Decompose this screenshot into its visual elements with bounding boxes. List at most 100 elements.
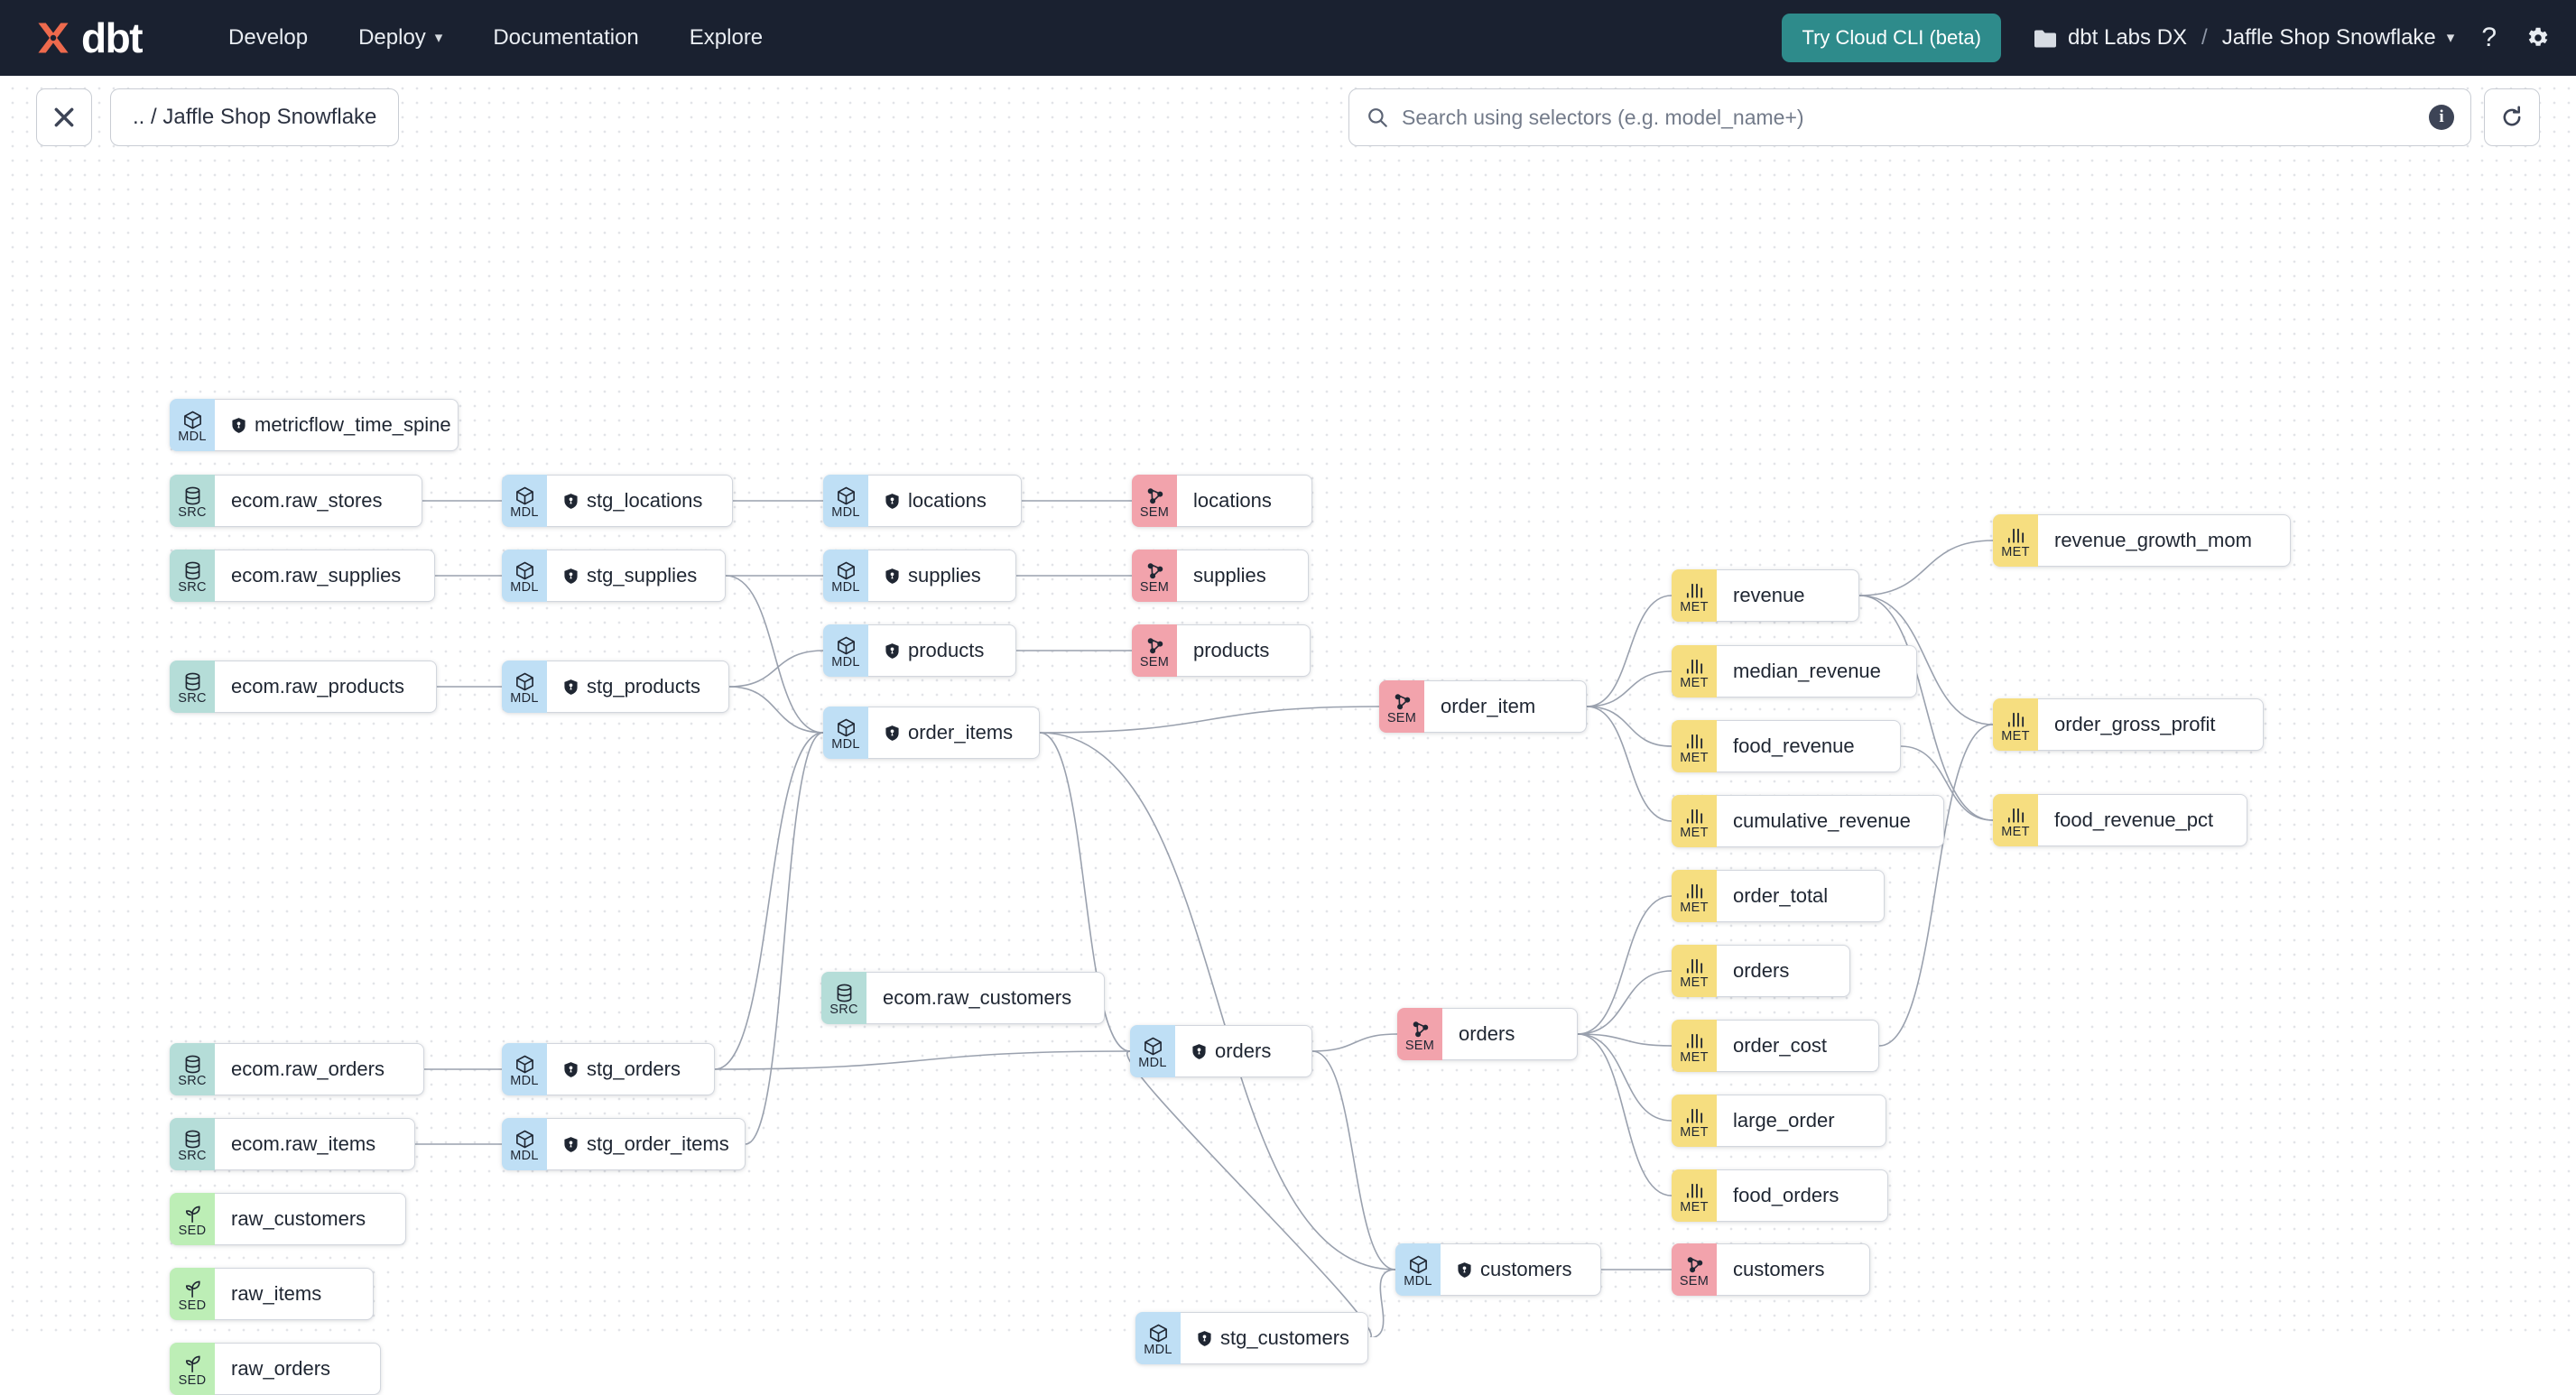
node-name-text: order_gross_profit bbox=[2054, 713, 2216, 735]
node-type-badge-met: MET bbox=[1672, 795, 1717, 847]
node-label-box: order_total bbox=[1717, 870, 1885, 922]
breadcrumb-project: Jaffle Shop Snowflake bbox=[2221, 25, 2436, 50]
node-type-label: MDL bbox=[510, 579, 539, 595]
node-name-text: median_revenue bbox=[1733, 660, 1881, 682]
search-bar[interactable]: i bbox=[1348, 88, 2471, 146]
node-type-label: SED bbox=[178, 1372, 207, 1388]
node-name-text: revenue bbox=[1733, 584, 1805, 606]
breadcrumb-chip[interactable]: .. / Jaffle Shop Snowflake bbox=[110, 88, 400, 146]
node-type-badge-sem: SEM bbox=[1132, 550, 1177, 602]
node-type-label: MET bbox=[1680, 675, 1709, 690]
node-label-box: revenue_growth_mom bbox=[2038, 514, 2291, 567]
graph-node-met_order_gross_profit[interactable]: MET order_gross_profit bbox=[1993, 698, 2264, 751]
dbt-logo[interactable]: dbt bbox=[32, 17, 144, 59]
node-name-text: stg_orders bbox=[587, 1058, 681, 1080]
nav-explore[interactable]: Explore bbox=[664, 16, 788, 60]
node-type-label: MDL bbox=[510, 504, 539, 520]
header-breadcrumb[interactable]: dbt Labs DX / Jaffle Shop Snowflake ▾ bbox=[2034, 25, 2454, 51]
gear-icon[interactable] bbox=[2524, 24, 2551, 51]
sed-type-icon bbox=[182, 1353, 203, 1374]
nav-deploy[interactable]: Deploy ▾ bbox=[333, 16, 468, 60]
node-type-badge-mdl: MDL bbox=[170, 399, 215, 451]
node-type-label: MET bbox=[1680, 825, 1709, 840]
node-type-label: MDL bbox=[831, 654, 860, 670]
node-label-box: ecom.raw_stores bbox=[215, 475, 422, 527]
project-chevron-down-icon[interactable]: ▾ bbox=[2446, 29, 2455, 46]
node-name-text: ecom.raw_stores bbox=[231, 489, 383, 512]
explore-canvas[interactable]: .. / Jaffle Shop Snowflake i MDLmetricfl… bbox=[0, 76, 2576, 1395]
node-type-label: MDL bbox=[831, 504, 860, 520]
nav-develop[interactable]: Develop bbox=[203, 16, 333, 60]
contract-shield-icon bbox=[564, 1061, 578, 1077]
help-icon[interactable]: ? bbox=[2481, 23, 2497, 52]
met-type-icon bbox=[1684, 1105, 1705, 1126]
node-type-badge-sem: SEM bbox=[1132, 624, 1177, 677]
sed-type-icon bbox=[182, 1204, 203, 1224]
node-label-box: customers bbox=[1717, 1243, 1870, 1296]
node-type-label: MET bbox=[1680, 1199, 1709, 1215]
node-type-label: SEM bbox=[1679, 1273, 1710, 1289]
node-name-text: orders bbox=[1215, 1039, 1272, 1062]
node-type-label: MET bbox=[1680, 975, 1709, 990]
close-button[interactable] bbox=[36, 88, 92, 146]
dbt-x-logo-icon bbox=[38, 23, 69, 53]
graph-node-sem_customers[interactable]: SEM customers bbox=[1672, 1243, 1870, 1296]
node-name-text: ecom.raw_products bbox=[231, 675, 404, 698]
node-type-badge-src: SRC bbox=[821, 972, 866, 1024]
node-type-label: MDL bbox=[510, 690, 539, 706]
node-type-badge-met: MET bbox=[1672, 945, 1717, 997]
search-input[interactable] bbox=[1402, 105, 2416, 130]
nav-documentation[interactable]: Documentation bbox=[468, 16, 663, 60]
edge-sem_orders-to-met_order_cost bbox=[1577, 1033, 1673, 1047]
refresh-button[interactable] bbox=[2484, 88, 2540, 146]
node-name-text: cumulative_revenue bbox=[1733, 809, 1911, 832]
search-info-icon[interactable]: i bbox=[2429, 105, 2454, 130]
graph-node-met_cumulative_revenue[interactable]: MET cumulative_revenue bbox=[1672, 795, 1944, 847]
try-cloud-cli-button[interactable]: Try Cloud CLI (beta) bbox=[1782, 14, 2001, 62]
node-type-badge-met: MET bbox=[1993, 698, 2038, 751]
node-label-box: food_orders bbox=[1717, 1169, 1888, 1222]
node-label-box: stg_customers bbox=[1181, 1312, 1368, 1364]
node-label-box: ecom.raw_orders bbox=[215, 1043, 424, 1095]
node-label-box: ecom.raw_supplies bbox=[215, 550, 435, 602]
node-label-box: median_revenue bbox=[1717, 645, 1917, 698]
graph-node-met_food_orders[interactable]: MET food_orders bbox=[1672, 1169, 1888, 1222]
graph-node-met_median_revenue[interactable]: MET median_revenue bbox=[1672, 645, 1917, 698]
